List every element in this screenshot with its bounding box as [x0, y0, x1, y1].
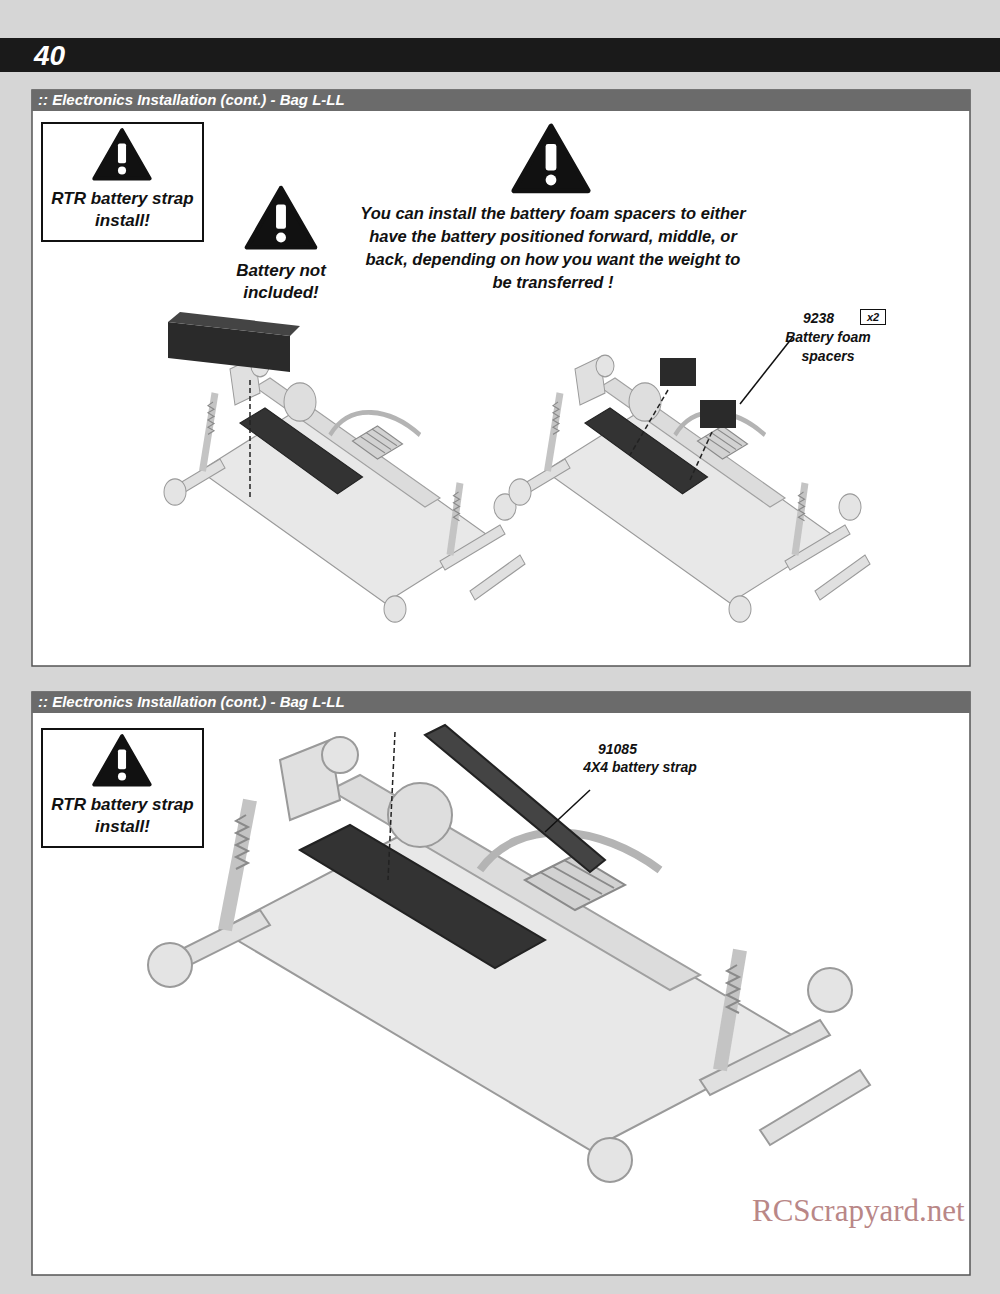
warning-triangle	[94, 130, 150, 179]
foam-spacer	[700, 400, 736, 428]
warning-triangle	[514, 126, 588, 191]
warning-triangle	[94, 736, 150, 785]
chassis-drawing	[164, 355, 525, 622]
foam-spacer	[660, 358, 696, 386]
watermark: RCScrapyard.net	[752, 1192, 992, 1230]
panel-ground	[32, 90, 970, 666]
battery-strap	[425, 725, 605, 872]
page-header-bar	[0, 38, 1000, 72]
dashed-guide	[249, 380, 251, 500]
part-name: 4X4 battery strap	[565, 758, 715, 777]
section-panel: :: Electronics Installation (cont.) - Ba…	[32, 90, 970, 666]
section-heading: :: Electronics Installation (cont.) - Ba…	[32, 90, 970, 110]
section-panel: :: Electronics Installation (cont.) - Ba…	[32, 692, 970, 1275]
part-name: Battery foam spacers	[778, 328, 878, 366]
quantity: x2	[860, 309, 886, 325]
warning-box: RTR battery strap install!	[41, 728, 204, 848]
leader-line	[545, 790, 590, 832]
dashed-guide	[630, 390, 668, 455]
warning-triangle	[247, 188, 315, 247]
part-number: 91085	[598, 740, 662, 758]
dashed-guide	[690, 432, 712, 480]
warning-text: RTR battery strap install!	[49, 188, 196, 232]
chassis-drawing	[509, 355, 870, 622]
part-number: 9238	[803, 309, 855, 327]
warning-text: RTR battery strap install!	[49, 794, 196, 838]
warning-note: You can install the battery foam spacers…	[358, 202, 748, 294]
battery-pack-top	[168, 312, 300, 336]
panel-header-bar	[32, 90, 970, 111]
warning-box: RTR battery strap install!	[41, 122, 204, 242]
warning-note: Battery not included!	[201, 260, 361, 304]
section-heading: :: Electronics Installation (cont.) - Ba…	[32, 692, 970, 712]
page-number: 40	[34, 40, 114, 72]
panel-ground	[32, 692, 970, 1275]
leader-line	[740, 338, 792, 404]
panel-header-bar	[32, 692, 970, 713]
dashed-guide	[388, 732, 395, 880]
